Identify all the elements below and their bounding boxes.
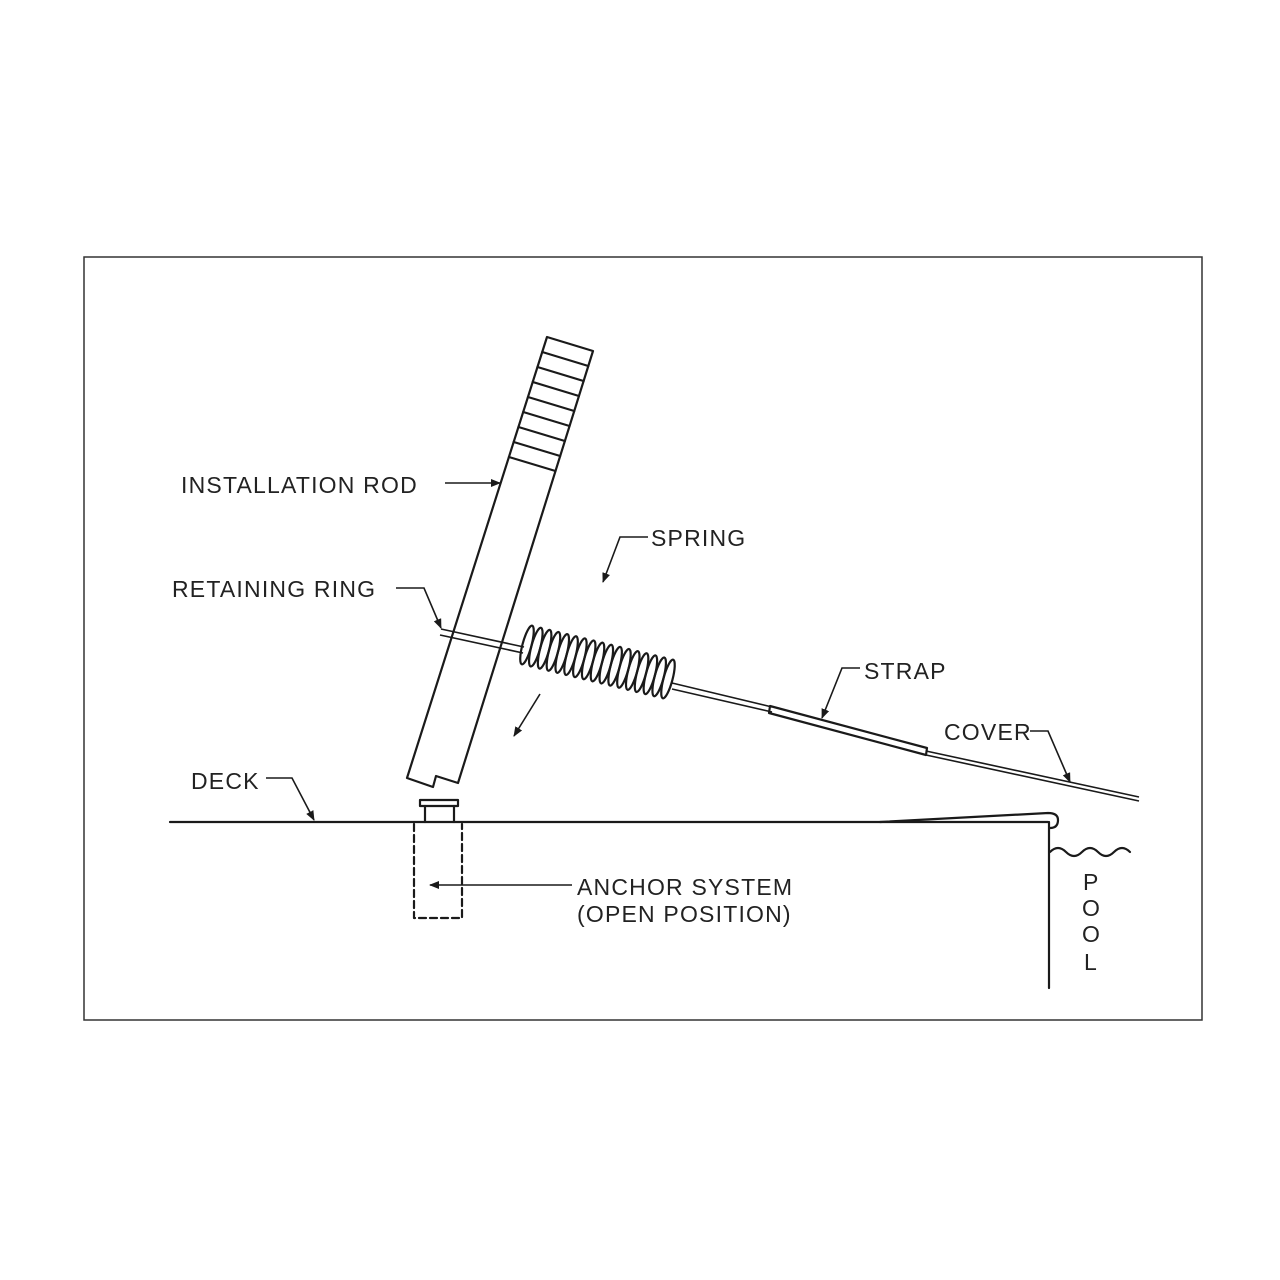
spring-coil — [572, 637, 588, 679]
grip-stripe — [522, 410, 571, 428]
grip-stripe — [517, 425, 566, 443]
grip-stripe — [512, 440, 562, 458]
spring-coil — [624, 650, 641, 691]
grip-stripe — [536, 365, 585, 383]
label-pool-l: L — [1084, 949, 1098, 975]
spring-coil — [536, 628, 553, 670]
cover — [925, 750, 1140, 802]
spring-coil — [616, 647, 632, 689]
label-pool-o1: O — [1082, 895, 1101, 921]
spring-coil — [598, 643, 615, 685]
spring-coil — [633, 652, 650, 694]
spring-coil — [554, 633, 571, 674]
label-pool-o2: O — [1082, 921, 1101, 947]
installation-rod — [405, 335, 595, 789]
label-cover: COVER — [944, 719, 1032, 745]
label-deck: DECK — [191, 768, 260, 794]
spring-coil — [589, 641, 606, 683]
retaining-ring-rod — [439, 628, 525, 654]
spring-coil — [527, 626, 544, 668]
spring-coil — [519, 624, 535, 666]
grip-stripe — [541, 350, 590, 368]
spring-coil — [642, 654, 659, 696]
rod-grip-stripes — [507, 350, 590, 473]
strap — [671, 682, 929, 757]
direction-arrow — [513, 693, 541, 737]
label-anchor-system: ANCHOR SYSTEM — [577, 874, 793, 900]
label-installation-rod: INSTALLATION ROD — [181, 472, 418, 498]
label-spring: SPRING — [651, 525, 746, 551]
spring-coil — [660, 658, 676, 700]
label-retaining-ring: RETAINING RING — [172, 576, 376, 602]
water-surface — [1048, 846, 1132, 858]
label-anchor-position: (OPEN POSITION) — [577, 901, 792, 927]
label-pool-p: P — [1083, 869, 1100, 895]
spring-coil — [607, 645, 623, 687]
deck — [168, 811, 1132, 990]
spring-coil — [580, 639, 597, 681]
frame-border — [83, 256, 1203, 1021]
spring-coil — [563, 635, 579, 677]
label-strap: STRAP — [864, 658, 947, 684]
leader-lines — [266, 479, 1071, 889]
spring — [519, 624, 676, 700]
grip-stripe — [526, 395, 576, 413]
anchor-system — [412, 798, 464, 920]
spring-coil — [651, 656, 668, 698]
spring-coil — [545, 630, 562, 672]
grip-stripe — [531, 380, 581, 398]
grip-stripe — [507, 455, 557, 473]
